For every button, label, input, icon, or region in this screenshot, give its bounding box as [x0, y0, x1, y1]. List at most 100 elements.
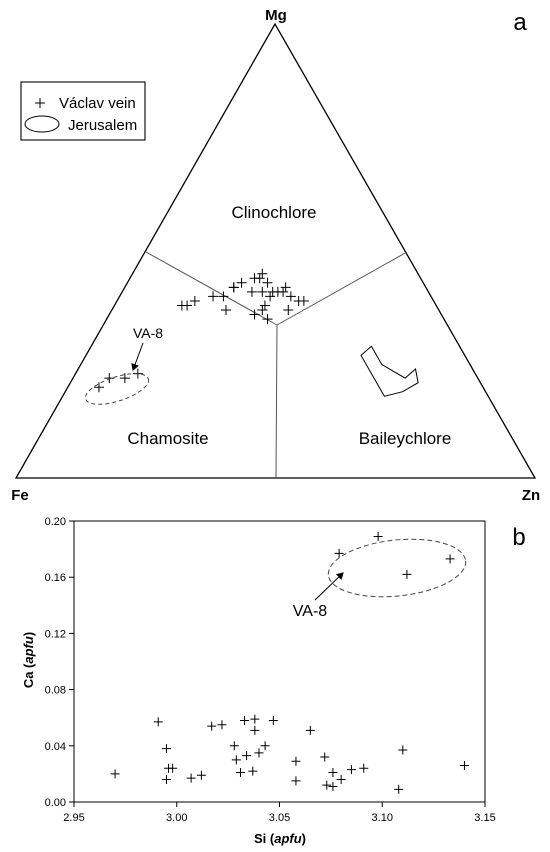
ternary-point: [283, 305, 294, 316]
scatter-point: [373, 531, 383, 541]
scatter-point: [346, 765, 356, 775]
ternary-point: [285, 291, 296, 302]
va8-ellipse-b: [327, 538, 467, 598]
scatter-point: [153, 717, 163, 727]
scatter-point: [291, 756, 301, 766]
scatter-point: [394, 784, 404, 794]
field-boundary-right: [276, 251, 408, 326]
scatter-point: [320, 752, 330, 762]
x-tick-label: 2.95: [63, 812, 84, 824]
ternary-point: [246, 286, 257, 297]
ternary-point: [249, 309, 260, 320]
ternary-diagram: Mg Fe Zn a Clinochlore Chamosite Baileyc…: [11, 7, 540, 504]
va8-annotation-b: VA-8: [293, 603, 327, 620]
vaclav-points: [93, 268, 309, 393]
ternary-point: [236, 277, 247, 288]
scatter-point: [322, 780, 332, 790]
scatter-point: [260, 741, 270, 751]
plot-frame: [73, 520, 486, 803]
va8-annotation-a: VA-8: [133, 325, 163, 341]
ternary-point: [298, 295, 309, 306]
scatter-plot-b: b 2.95 3.00 3.05 3.10 3.15 0.00 0.04 0.08 0.12 0.…: [21, 516, 526, 846]
y-tick-label: 0.16: [45, 572, 66, 584]
legend-ellipse-marker: [24, 115, 60, 133]
scatter-point: [336, 775, 346, 785]
apex-label-mg: Mg: [265, 7, 287, 24]
ternary-point: [93, 382, 104, 393]
apex-label-zn: Zn: [522, 487, 540, 504]
scatter-point: [459, 760, 469, 770]
scatter-point: [235, 767, 245, 777]
scatter-point: [231, 755, 241, 765]
ternary-point: [182, 300, 193, 311]
x-axis-label: Si (apfu): [254, 831, 306, 846]
scatter-point: [250, 725, 260, 735]
legend-box: [20, 81, 146, 141]
apex-label-fe: Fe: [11, 487, 29, 504]
legend: Václav vein Jerusalem: [20, 81, 146, 141]
ternary-point: [262, 314, 273, 325]
ternary-point: [189, 295, 200, 306]
ternary-point: [257, 268, 268, 279]
ternary-point: [257, 305, 268, 316]
field-label-baileychlore: Baileychlore: [359, 429, 452, 448]
scatter-point: [242, 751, 252, 761]
ternary-point: [228, 282, 239, 293]
field-boundary-left: [145, 251, 278, 326]
ternary-point: [218, 291, 229, 302]
scatter-point: [402, 569, 412, 579]
ternary-point: [254, 273, 265, 284]
y-tick-label: 0.20: [45, 516, 66, 528]
scatter-point: [168, 763, 178, 773]
ternary-point: [265, 291, 276, 302]
panel-label-a: a: [513, 9, 527, 36]
x-tick-label: 3.05: [269, 812, 290, 824]
ternary-outline: [14, 22, 537, 479]
x-tick-label: 3.15: [474, 812, 495, 824]
scatter-point: [328, 782, 338, 792]
scatter-points: [110, 531, 469, 794]
y-axis-label: Ca (apfu): [21, 632, 36, 688]
ternary-point: [119, 373, 130, 384]
scatter-point: [254, 748, 264, 758]
scatter-point: [291, 776, 301, 786]
scatter-point: [359, 763, 369, 773]
scatter-point: [161, 744, 171, 754]
va8-arrow-a: [131, 342, 144, 371]
scatter-point: [305, 725, 315, 735]
y-tick-label: 0.00: [45, 797, 66, 809]
panel-label-b: b: [512, 524, 525, 551]
ternary-point: [221, 305, 232, 316]
legend-label-jerusalem: Jerusalem: [68, 117, 137, 134]
scatter-point: [328, 767, 338, 777]
x-tick-label: 3.10: [372, 812, 393, 824]
field-boundary-bottom: [275, 324, 278, 479]
ternary-point: [104, 373, 115, 384]
ternary-point: [257, 286, 268, 297]
va8-arrow-b: [314, 572, 344, 601]
legend-plus-marker: [35, 98, 45, 108]
jerusalem-field: [360, 345, 419, 397]
scatter-point: [161, 775, 171, 785]
ternary-point: [278, 286, 289, 297]
va8-ellipse-a: [84, 373, 150, 405]
ternary-point: [259, 300, 270, 311]
scatter-point: [196, 770, 206, 780]
scatter-point: [248, 766, 258, 776]
scatter-point: [110, 769, 120, 779]
scatter-point: [398, 745, 408, 755]
ternary-point: [208, 291, 219, 302]
y-tick-label: 0.12: [45, 628, 66, 640]
ternary-point: [280, 282, 291, 293]
scatter-point: [445, 554, 455, 564]
scatter-point: [207, 721, 217, 731]
field-label-chamosite: Chamosite: [127, 429, 208, 448]
x-tick-label: 3.00: [166, 812, 187, 824]
scatter-point: [217, 720, 227, 730]
y-tick-label: 0.08: [45, 685, 66, 697]
y-tick-label: 0.04: [45, 741, 66, 753]
scatter-point: [268, 716, 278, 726]
scatter-point: [334, 548, 344, 558]
legend-label-vaclav: Václav vein: [59, 95, 136, 112]
